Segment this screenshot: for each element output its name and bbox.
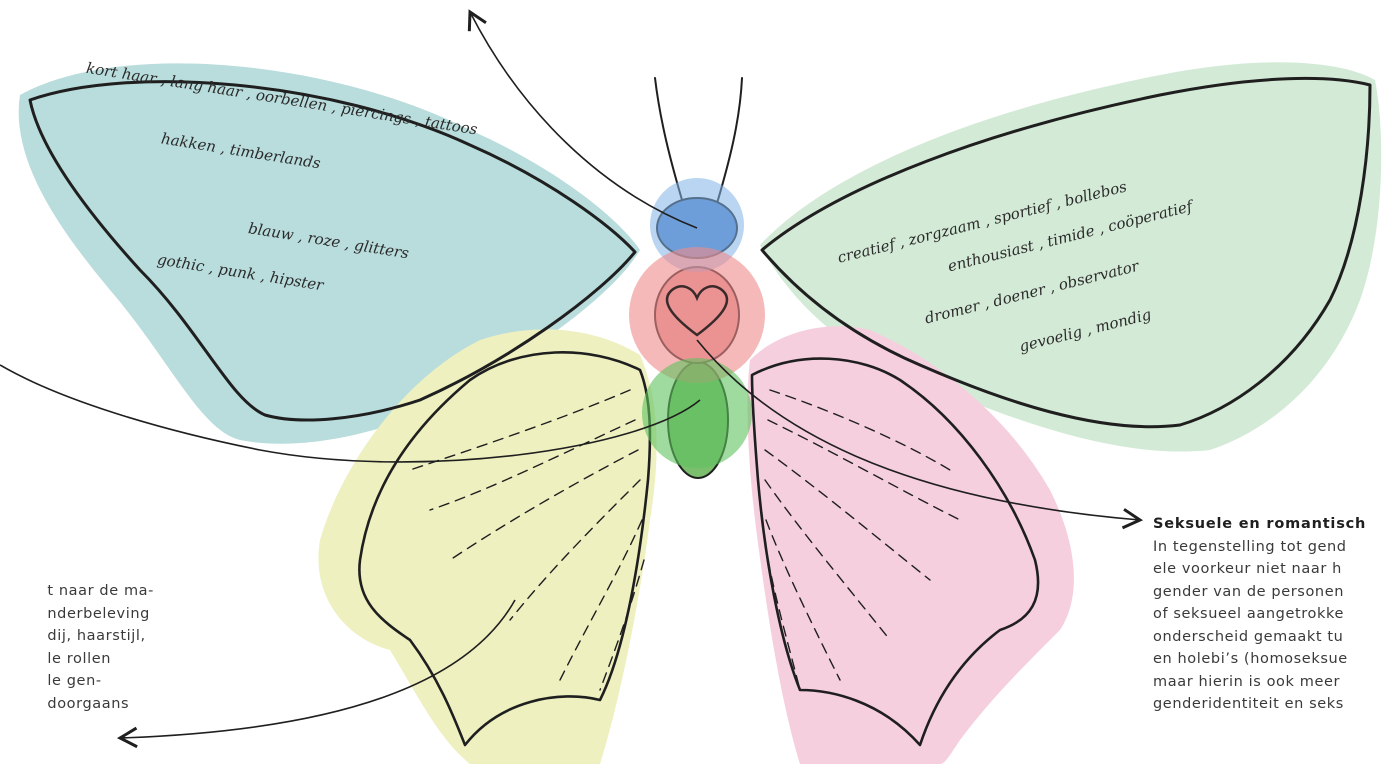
caption-right-line: gender van de personen [1153, 581, 1389, 604]
caption-right-line: ele voorkeur niet naar h [1153, 558, 1389, 581]
caption-left-line: dij, haarstijl, [47, 625, 154, 648]
caption-left-line: le rollen [47, 648, 154, 671]
caption-left-line: doorgaans [47, 693, 154, 716]
caption-right-line: onderscheid gemaakt tu [1153, 626, 1389, 649]
caption-left-line: le gen- [47, 670, 154, 693]
abdomen-circle [642, 358, 752, 468]
caption-left: t naar de ma- nderbeleving dij, haarstij… [0, 580, 160, 764]
caption-right-line: maar hierin is ook meer [1153, 671, 1389, 694]
caption-right-line: genderidentiteit en seks [1153, 693, 1389, 716]
caption-right: Seksuele en romantisch In tegenstelling … [1153, 513, 1389, 764]
caption-right-title: Seksuele en romantisch [1153, 513, 1389, 536]
caption-left-line: nderbeleving [47, 603, 154, 626]
caption-left-line: t naar de ma- [47, 580, 154, 603]
caption-right-line: In tegenstelling tot gend [1153, 536, 1389, 559]
caption-right-line: en holebi’s (homoseksue [1153, 648, 1389, 671]
caption-right-line: of seksueel aangetrokke [1153, 603, 1389, 626]
